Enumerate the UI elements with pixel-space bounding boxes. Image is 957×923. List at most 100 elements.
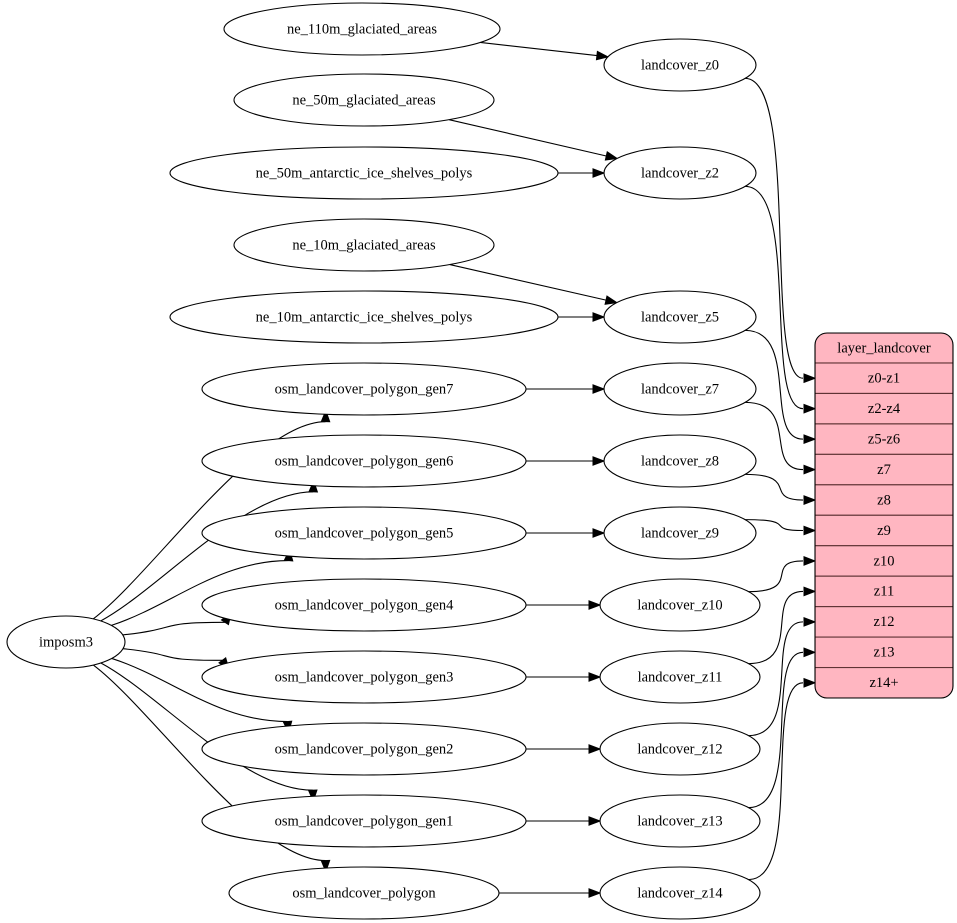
edge-arrowhead	[320, 409, 331, 423]
edge-line	[100, 491, 314, 622]
edge-arrowhead	[592, 168, 606, 178]
node-label: landcover_z9	[641, 525, 719, 541]
edge-arrowhead	[592, 528, 606, 538]
edge-arrowhead	[595, 50, 610, 61]
node-label: landcover_z10	[637, 597, 722, 613]
edge-line	[111, 560, 289, 626]
layer-node-ellipse	[603, 146, 757, 200]
table-row[interactable]	[815, 484, 953, 516]
node-landcover_z9[interactable]: landcover_z9	[603, 506, 757, 560]
node-osm_landcover_polygon_gen7[interactable]: osm_landcover_polygon_gen7	[201, 362, 527, 416]
edge-ne_110m_glaciated_areas-to-landcover_z0	[480, 41, 610, 61]
edge-landcover_z10-to-layer_landcover_z10	[748, 556, 817, 593]
edge-osm_landcover_polygon_gen3-to-landcover_z11	[526, 672, 602, 682]
source-node-ellipse	[201, 722, 527, 776]
table-row-label: z11	[874, 584, 894, 600]
node-landcover_z0[interactable]: landcover_z0	[603, 38, 757, 92]
edge-ne_10m_antarctic_ice_shelves_polys-to-landcover_z5	[558, 312, 606, 322]
edge-arrowhead	[592, 384, 606, 394]
node-osm_landcover_polygon_gen6[interactable]: osm_landcover_polygon_gen6	[201, 434, 527, 488]
source-node-ellipse	[201, 506, 527, 560]
node-landcover_z14[interactable]: landcover_z14	[599, 866, 761, 920]
node-osm_landcover_polygon_gen5[interactable]: osm_landcover_polygon_gen5	[201, 506, 527, 560]
node-osm_landcover_polygon_gen4[interactable]: osm_landcover_polygon_gen4	[201, 578, 527, 632]
node-osm_landcover_polygon_gen3[interactable]: osm_landcover_polygon_gen3	[201, 650, 527, 704]
node-osm_landcover_polygon_gen1[interactable]: osm_landcover_polygon_gen1	[201, 794, 527, 848]
edge-osm_landcover_polygon_gen2-to-landcover_z12	[526, 744, 602, 754]
edge-arrowhead	[592, 312, 606, 322]
node-label: osm_landcover_polygon_gen1	[275, 813, 454, 829]
table-row-label: z0-z1	[868, 371, 900, 387]
edge-osm_landcover_polygon_gen7-to-landcover_z7	[526, 384, 606, 394]
source-node-ellipse	[201, 362, 527, 416]
edge-imposm3-to-osm_landcover_polygon_gen7	[92, 409, 331, 620]
table-row-label: z9	[877, 523, 891, 539]
node-label: landcover_z5	[641, 309, 719, 325]
edge-line	[449, 264, 607, 301]
edge-arrowhead	[588, 672, 602, 682]
node-ne_50m_antarctic_ice_shelves_polys[interactable]: ne_50m_antarctic_ice_shelves_polys	[169, 146, 559, 200]
layer-node-ellipse	[603, 506, 757, 560]
edge-arrowhead	[803, 434, 817, 445]
node-ne_10m_glaciated_areas[interactable]: ne_10m_glaciated_areas	[233, 218, 495, 272]
edge-line	[745, 473, 804, 501]
table-row[interactable]	[815, 666, 953, 698]
node-landcover_z7[interactable]: landcover_z7	[603, 362, 757, 416]
node-label: osm_landcover_polygon_gen2	[275, 741, 454, 757]
edge-imposm3-to-osm_landcover_polygon	[93, 664, 331, 873]
node-ne_10m_antarctic_ice_shelves_polys[interactable]: ne_10m_antarctic_ice_shelves_polys	[169, 290, 559, 344]
node-landcover_z2[interactable]: landcover_z2	[603, 146, 757, 200]
edge-arrowhead	[588, 600, 602, 610]
source-node-ellipse	[233, 73, 495, 127]
node-imposm3[interactable]: imposm3	[6, 615, 126, 669]
edge-landcover_z5-to-layer_landcover_z5-z6	[745, 329, 817, 445]
edge-arrowhead	[588, 744, 602, 754]
node-label: landcover_z8	[641, 453, 719, 469]
node-label: landcover_z14	[637, 885, 723, 901]
edge-line	[748, 621, 804, 737]
node-landcover_z13[interactable]: landcover_z13	[599, 794, 761, 848]
edge-imposm3-to-osm_landcover_polygon_gen4	[122, 611, 232, 636]
node-label: landcover_z7	[641, 381, 719, 397]
node-label: imposm3	[39, 634, 93, 650]
layer-node-ellipse	[599, 866, 761, 920]
edge-arrowhead	[604, 295, 619, 305]
table-row-label: z10	[874, 553, 895, 569]
node-landcover_z12[interactable]: landcover_z12	[599, 722, 761, 776]
node-ne_110m_glaciated_areas[interactable]: ne_110m_glaciated_areas	[223, 2, 501, 56]
layer-node-ellipse	[603, 434, 757, 488]
node-label: landcover_z12	[637, 741, 722, 757]
node-label: ne_10m_antarctic_ice_shelves_polys	[256, 309, 473, 325]
edge-ne_10m_glaciated_areas-to-landcover_z5	[449, 264, 619, 305]
source-node-ellipse	[169, 290, 559, 344]
table-row[interactable]	[815, 636, 953, 669]
node-landcover_z10[interactable]: landcover_z10	[599, 578, 761, 632]
table-row[interactable]	[815, 545, 953, 577]
table-header-cell	[815, 333, 953, 364]
edge-line	[745, 401, 804, 471]
layer-landcover-table[interactable]: layer_landcoverz0-z1z2-z4z5-z6z7z8z9z10z…	[814, 332, 954, 699]
node-osm_landcover_polygon_gen2[interactable]: osm_landcover_polygon_gen2	[201, 722, 527, 776]
node-label: osm_landcover_polygon_gen3	[275, 669, 454, 685]
node-label: landcover_z13	[637, 813, 722, 829]
node-osm_landcover_polygon[interactable]: osm_landcover_polygon	[228, 866, 500, 920]
edge-line	[745, 185, 804, 410]
node-label: landcover_z11	[638, 669, 723, 685]
table-row[interactable]	[815, 606, 953, 638]
node-label: landcover_z0	[641, 57, 719, 73]
node-label: osm_landcover_polygon_gen4	[275, 597, 455, 613]
node-landcover_z11[interactable]: landcover_z11	[599, 650, 761, 704]
edge-line	[480, 41, 597, 57]
node-landcover_z8[interactable]: landcover_z8	[603, 434, 757, 488]
edge-arrowhead	[588, 888, 602, 898]
edge-arrowhead	[803, 373, 817, 384]
edge-line	[748, 651, 804, 809]
node-ne_50m_glaciated_areas[interactable]: ne_50m_glaciated_areas	[233, 73, 495, 127]
table-row[interactable]	[815, 362, 953, 395]
node-label: ne_10m_glaciated_areas	[292, 237, 436, 253]
node-landcover_z5[interactable]: landcover_z5	[603, 290, 757, 344]
node-label: landcover_z2	[641, 165, 719, 181]
edge-arrowhead	[803, 586, 817, 597]
